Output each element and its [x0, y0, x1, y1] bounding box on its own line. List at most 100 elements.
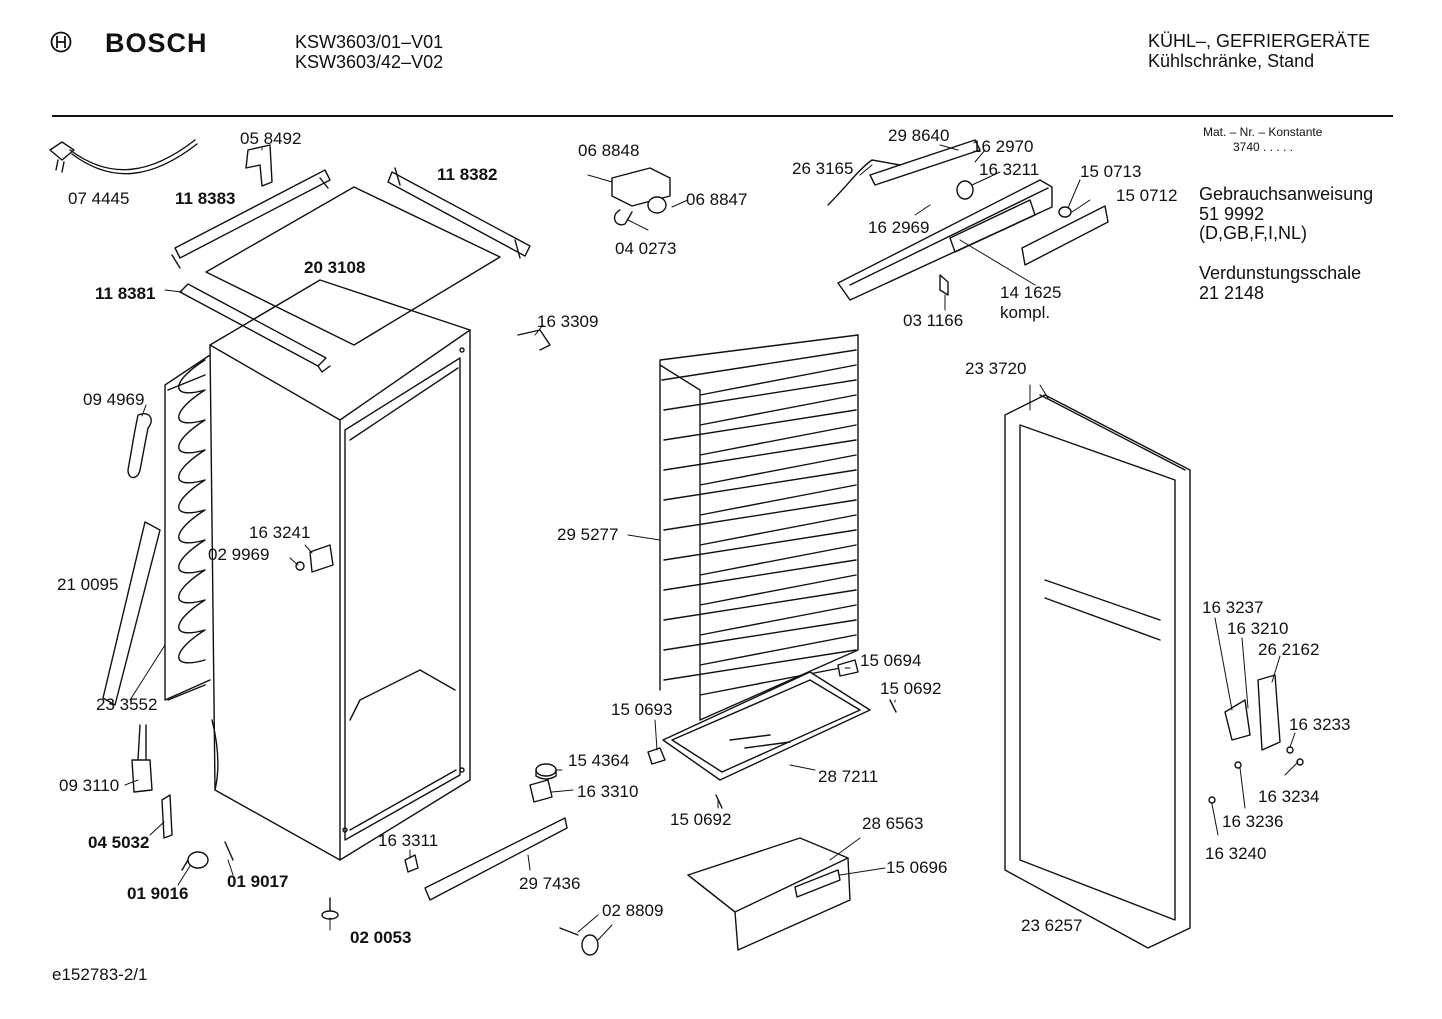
part-label: 04 0273 [615, 239, 677, 258]
mat-number-value: 3740 . . . . . [1233, 140, 1294, 154]
manual-number: 51 9992 [1199, 204, 1265, 224]
part-label: 16 3309 [537, 312, 599, 331]
bumper-drawing [535, 763, 557, 780]
part-label: 15 0692 [670, 810, 732, 829]
part-label: 29 8640 [888, 126, 950, 145]
wire-shelves-drawing [659, 334, 859, 721]
part-label: 01 9016 [127, 884, 189, 903]
retainer-drawing [647, 747, 666, 765]
manual-languages: (D,GB,F,I,NL) [1199, 223, 1308, 243]
part-label: 26 2162 [1258, 640, 1320, 659]
part-label: 03 1166 [903, 311, 964, 330]
bracket-drawing [245, 144, 273, 187]
part-label: 02 0053 [350, 928, 412, 947]
valve-drawing [161, 794, 173, 839]
part-label: 11 8382 [437, 165, 498, 184]
part-label: 15 0694 [860, 651, 922, 670]
top-panel-drawing [205, 186, 501, 346]
leader-lines [124, 144, 1299, 941]
part-label: 16 3236 [1222, 812, 1284, 831]
part-label: 16 3237 [1202, 598, 1264, 617]
part-label: 06 8848 [578, 141, 640, 160]
category-title: KÜHL–, GEFRIERGERÄTE [1148, 31, 1371, 51]
clip-drawing [404, 854, 419, 873]
part-label: 16 3241 [249, 523, 311, 542]
cabinet-drawing [209, 279, 471, 861]
screw-right-drawing [889, 699, 897, 713]
part-label: 26 3165 [792, 159, 854, 178]
part-label: 16 3311 [378, 831, 439, 850]
pin-drawing [224, 841, 234, 861]
top-rail-left-drawing [171, 169, 331, 269]
part-label: 02 9969 [208, 545, 270, 564]
part-label: 07 4445 [68, 189, 130, 208]
leveling-foot-drawing [321, 897, 339, 920]
part-label: 05 8492 [240, 129, 302, 148]
header-divider [52, 115, 1393, 117]
knob-drawing [1058, 206, 1072, 218]
part-label: 16 3210 [1227, 619, 1289, 638]
part-label: 16 2969 [868, 218, 930, 237]
screw-drawing [715, 794, 723, 809]
door-drawing [1004, 394, 1191, 949]
part-label: 16 3234 [1258, 787, 1320, 806]
top-rail-right-drawing [387, 167, 531, 259]
screw-bottom-drawing [559, 927, 599, 956]
part-label: kompl. [1000, 303, 1051, 322]
part-label: 29 7436 [519, 874, 581, 893]
part-label: 04 5032 [88, 833, 150, 852]
part-label: 16 2970 [972, 137, 1034, 156]
part-label: 09 4969 [83, 390, 145, 409]
kickplate-drawing [424, 817, 568, 901]
part-label: 11 8383 [175, 189, 236, 208]
tray-label: Verdunstungsschale [1199, 263, 1362, 283]
clip-top-drawing [517, 329, 551, 351]
part-label: 15 0692 [880, 679, 942, 698]
bracket-small-drawing [529, 779, 553, 803]
part-label: 29 5277 [557, 525, 619, 544]
lamp-housing-drawing [611, 167, 671, 226]
part-label: 20 3108 [304, 258, 366, 277]
tray-number: 21 2148 [1199, 283, 1265, 303]
part-label: 16 3240 [1205, 844, 1267, 863]
power-cord-drawing [49, 139, 198, 175]
part-label: 15 0693 [611, 700, 673, 719]
model-number-1: KSW3603/01–V01 [295, 32, 444, 52]
control-panel-drawing [827, 139, 1109, 301]
part-label: 21 0095 [57, 575, 119, 594]
drain-hose-drawing [127, 413, 152, 479]
part-label: 23 6257 [1021, 916, 1083, 935]
part-label: 15 0696 [886, 858, 948, 877]
door-seal-strip-drawing [102, 521, 161, 706]
part-label: 23 3720 [965, 359, 1027, 378]
part-label: 09 3110 [59, 776, 120, 795]
part-label: 16 3233 [1289, 715, 1351, 734]
part-label: 02 8809 [602, 901, 664, 920]
part-label: 15 4364 [568, 751, 630, 770]
part-label: 14 1625 [1000, 283, 1062, 302]
part-label: 15 0713 [1080, 162, 1142, 181]
part-label: 15 0712 [1116, 186, 1178, 205]
part-label: 28 7211 [818, 767, 879, 786]
part-label: 01 9017 [227, 872, 289, 891]
front-rail-drawing [179, 283, 331, 373]
bosch-logo-icon [50, 31, 72, 53]
part-label: 23 3552 [96, 695, 158, 714]
condenser-drawing [164, 354, 211, 701]
part-label: 28 6563 [862, 814, 924, 833]
mat-number-label: Mat. – Nr. – Konstante [1203, 125, 1323, 139]
model-number-2: KSW3603/42–V02 [295, 52, 444, 72]
foot-drawing [181, 851, 209, 871]
manual-label: Gebrauchsanweisung [1199, 184, 1374, 204]
plug-drawing [295, 561, 305, 571]
drawer-drawing [687, 837, 851, 951]
document-id: e152783-2/1 [52, 965, 148, 984]
part-label: 11 8381 [95, 284, 156, 303]
hinge-plate-drawing [309, 544, 334, 573]
hinge-assembly-drawing [1208, 674, 1304, 804]
part-label: 06 8847 [686, 190, 748, 209]
thermostat-sensor-drawing [131, 724, 153, 793]
part-label: 16 3310 [577, 782, 639, 801]
glass-shelf-drawing [662, 671, 871, 781]
